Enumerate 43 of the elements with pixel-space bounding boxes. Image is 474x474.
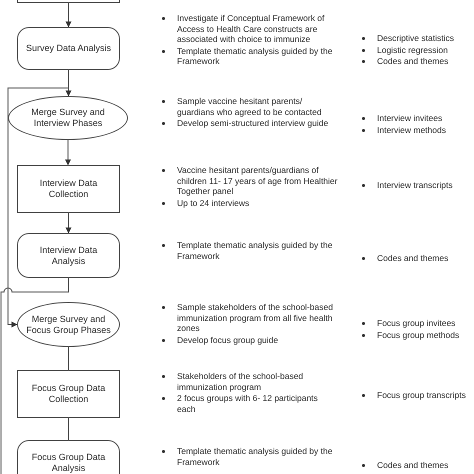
list-item: Descriptive statistics (377, 33, 454, 44)
connector-line (65, 140, 71, 166)
list-item: Develop semi-structured interview guide (177, 118, 328, 128)
list-item: Template thematic analysis guided by the Framework (177, 240, 334, 261)
list-item: Sample vaccine hesitant parents/ guardians who agreed to be contacted (177, 96, 323, 117)
list-item: Interview methods (377, 124, 446, 135)
list-item: Up to 24 interviews (177, 198, 250, 208)
list-item: Focus group transcripts (377, 390, 466, 400)
node-label: Merge Survey and Interview Phases (30, 107, 106, 129)
connector-line (68, 346, 69, 370)
list-item: Focus group methods (377, 330, 460, 340)
process-box (17, 370, 120, 418)
list-item: Sample stakeholders of the school-based immunization program from all five health zones (177, 302, 334, 334)
connector-line (68, 418, 69, 440)
node-label: Merge Survey and Focus Group Phases (25, 314, 112, 336)
list-item: Stakeholders of the school-based immunization program (177, 371, 304, 392)
list-item: Logistic regression (377, 44, 448, 55)
list-item: Interview transcripts (377, 180, 453, 190)
connector-line (0, 278, 69, 474)
list-item: Interview invitees (377, 113, 442, 124)
list-item: Codes and themes (377, 253, 448, 264)
rounded-process-box (17, 27, 120, 70)
node-label: Focus Group Data Analysis (30, 452, 106, 474)
list-item: Codes and themes (377, 460, 448, 470)
rounded-process-box (17, 233, 120, 278)
list-item: 2 focus groups with 6- 12 participants each (177, 393, 319, 414)
list-item: Codes and themes (377, 56, 448, 66)
node-label: Interview Data Collection (38, 178, 98, 200)
connector-line (66, 2, 72, 28)
list-item: Template thematic analysis guided by the Framework (177, 446, 334, 467)
node-label: Interview Data Analysis (38, 244, 98, 266)
node-label: Focus Group Data Collection (30, 383, 106, 405)
merge-ellipse (8, 96, 128, 140)
rounded-process-box (17, 440, 120, 474)
connector-line (66, 212, 72, 234)
list-item: Template thematic analysis guided by the Framework (177, 46, 334, 66)
list-item: Focus group invitees (377, 318, 456, 328)
list-item: Develop focus group guide (177, 334, 278, 345)
connector-line (8, 70, 69, 328)
node-label: Survey Data Analysis (26, 43, 112, 54)
list-item: Investigate if Conceptual Framework of Access to Health Care constructs are associated with choice to immunize (177, 13, 326, 44)
process-box (17, 165, 120, 213)
list-item: Vaccine hesitant parents/guardians of children 11- 17 years of age from Healthier Together panel (177, 165, 338, 196)
